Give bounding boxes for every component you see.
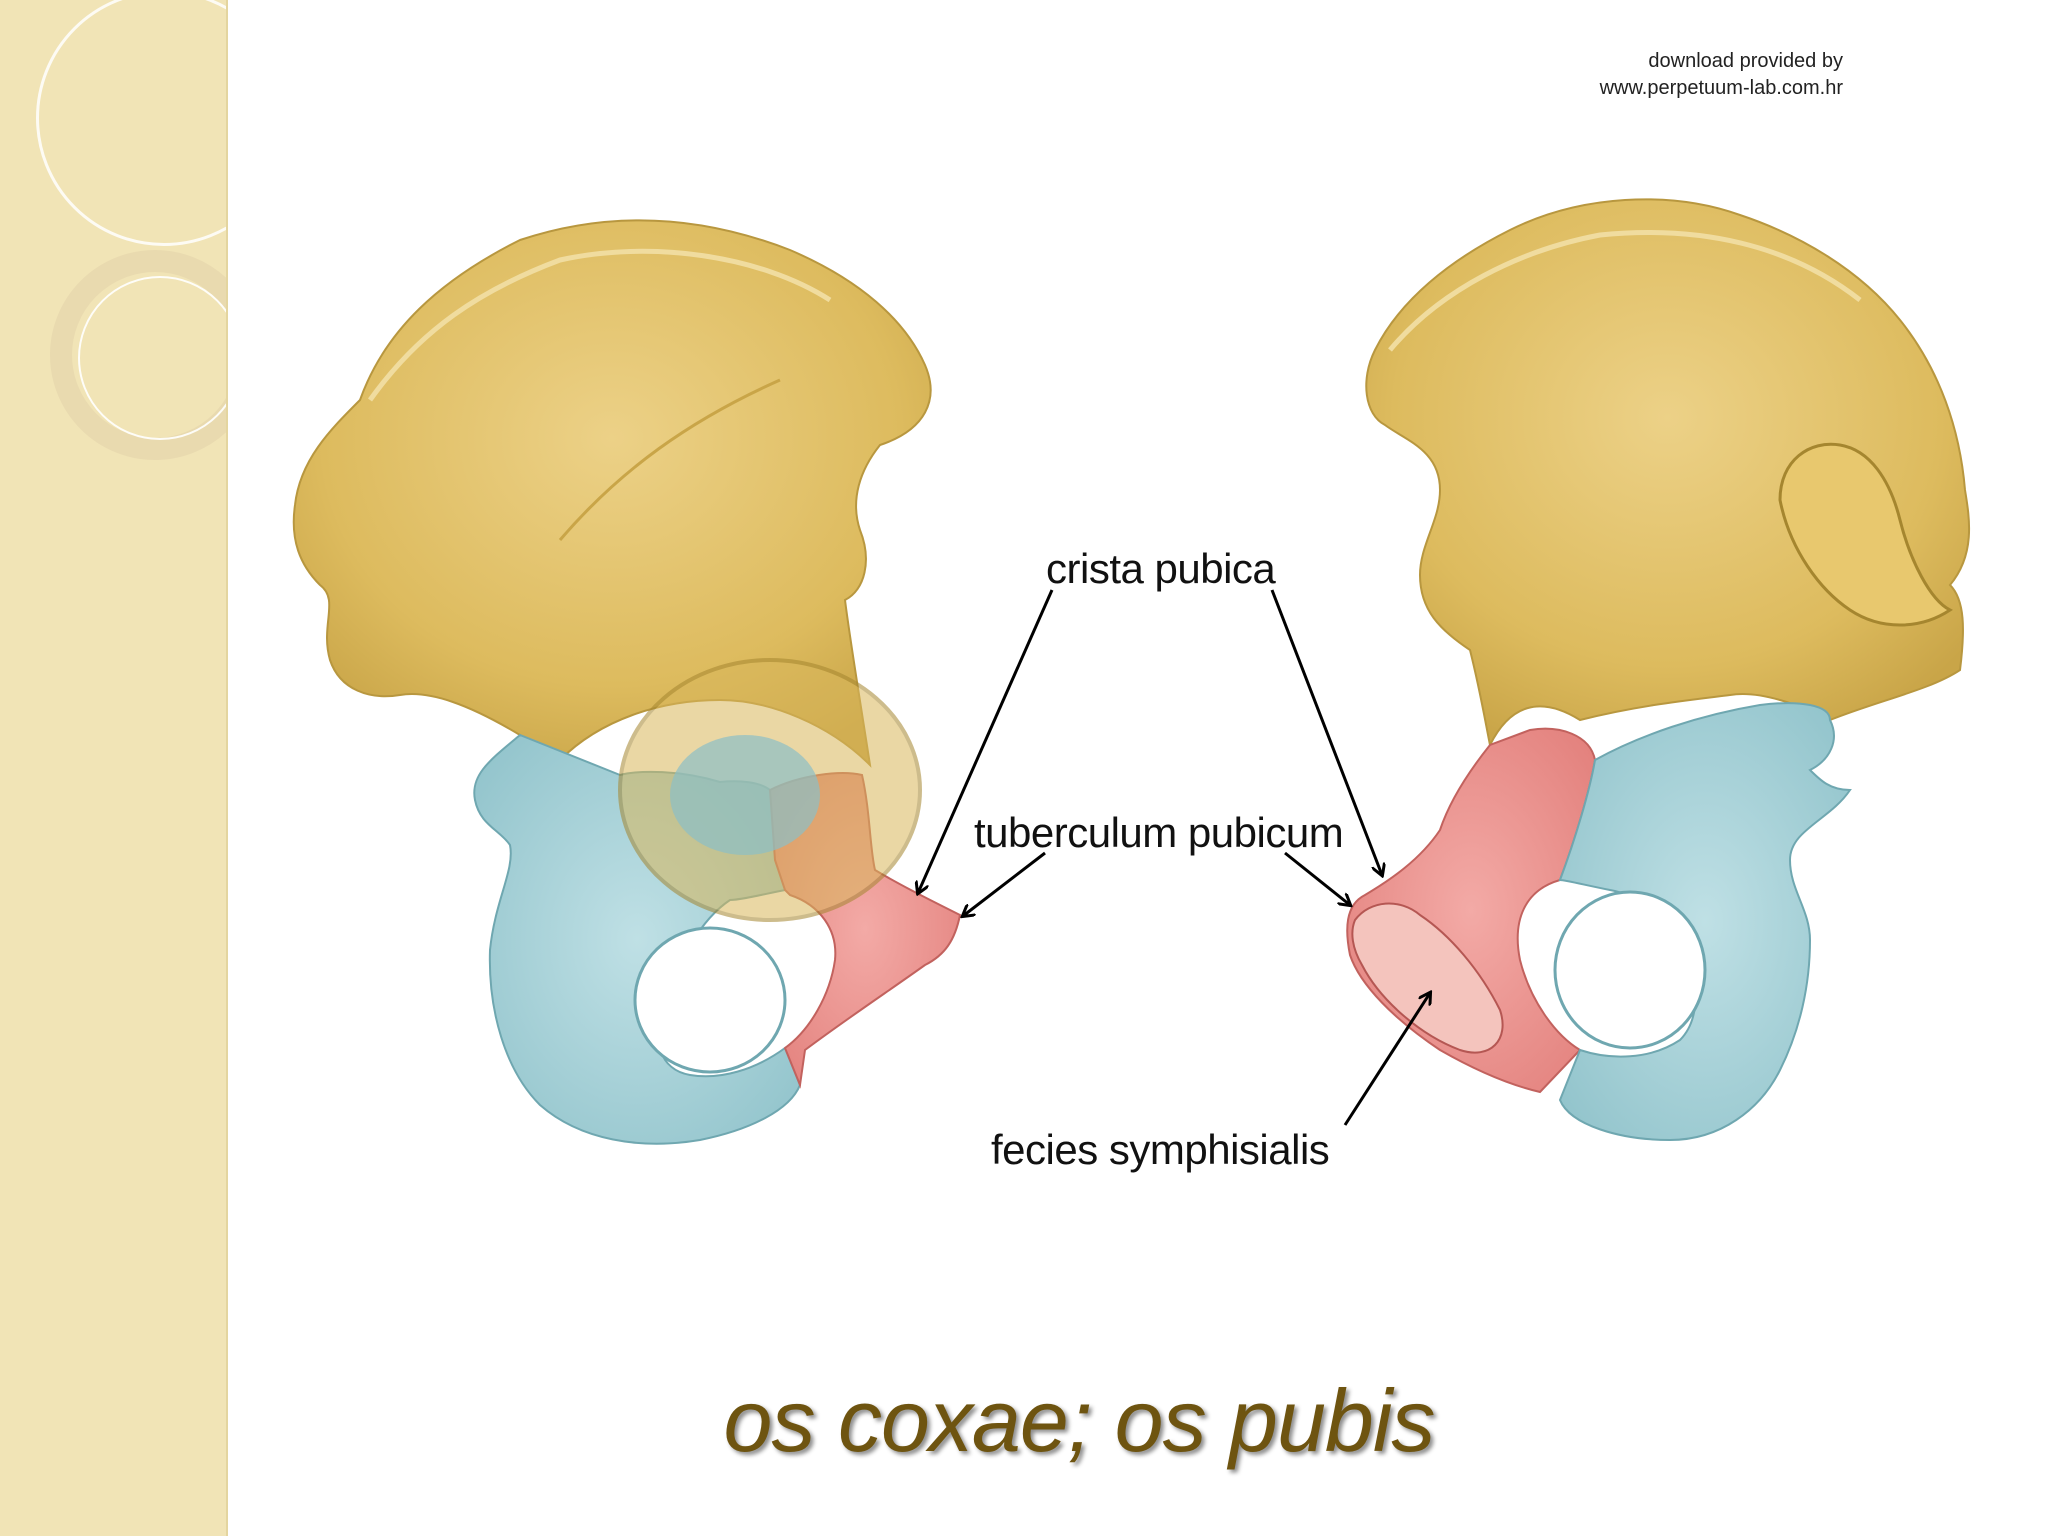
annotation-arrows [918, 589, 1430, 1126]
left-hip-bone [292, 219, 962, 1145]
arrow-crista-right [1270, 589, 1382, 875]
left-ilium-line [558, 378, 781, 541]
decorative-sidebar [0, 0, 228, 1536]
label-crista-pubica: crista pubica [1046, 545, 1276, 592]
arrow-facies [1343, 993, 1430, 1126]
right-ilium-ridge [1388, 230, 1862, 352]
right-ilium [1365, 198, 1971, 749]
right-obturator-foramen [1553, 890, 1707, 1050]
credit-text: download provided by www.perpetuum-lab.c… [1600, 48, 1843, 102]
arrow-tuberculum-left [963, 851, 1046, 916]
slide-title: os coxae; os pubis [723, 1371, 1436, 1470]
arrow-tuberculum-right [1284, 851, 1350, 905]
credit-line-1: download provided by [1648, 50, 1843, 72]
credit-line-2: www.perpetuum-lab.com.hr [1599, 77, 1843, 99]
right-auricular-surface [1778, 442, 1953, 627]
arrow-crista-left [918, 589, 1054, 893]
right-hip-bone [1346, 198, 1971, 1142]
label-facies-symphisialis: fecies symphisialis [991, 1126, 1330, 1173]
left-obturator-foramen [633, 926, 787, 1074]
right-symphysial-surface [1351, 902, 1504, 1054]
label-tuberculum-pubicum: tuberculum pubicum [974, 809, 1344, 856]
left-acetabulum-fossa [670, 735, 820, 855]
sidebar-ring-inner [78, 276, 226, 440]
left-ilium-ridge [367, 248, 832, 402]
